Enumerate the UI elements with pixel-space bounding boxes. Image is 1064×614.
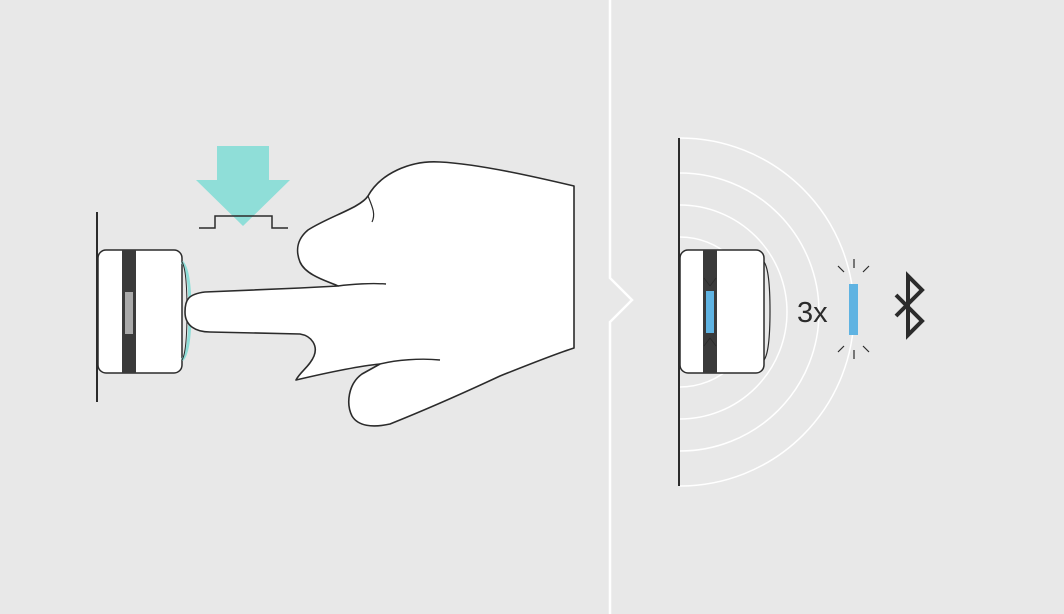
- blinking-led-icon: [837, 259, 870, 359]
- down-arrow-icon: [196, 146, 290, 226]
- blink-count-label: 3x: [797, 297, 828, 329]
- speakerphone-device-left: [97, 249, 192, 374]
- led-indicator-off: [125, 292, 133, 334]
- bluetooth-icon: [894, 271, 925, 340]
- pointing-hand-illustration: [184, 161, 575, 427]
- push-button-icon: [199, 215, 288, 229]
- led-indicator-on: [706, 291, 714, 333]
- speakerphone-device-right: [679, 249, 771, 374]
- panel-divider: [608, 0, 634, 614]
